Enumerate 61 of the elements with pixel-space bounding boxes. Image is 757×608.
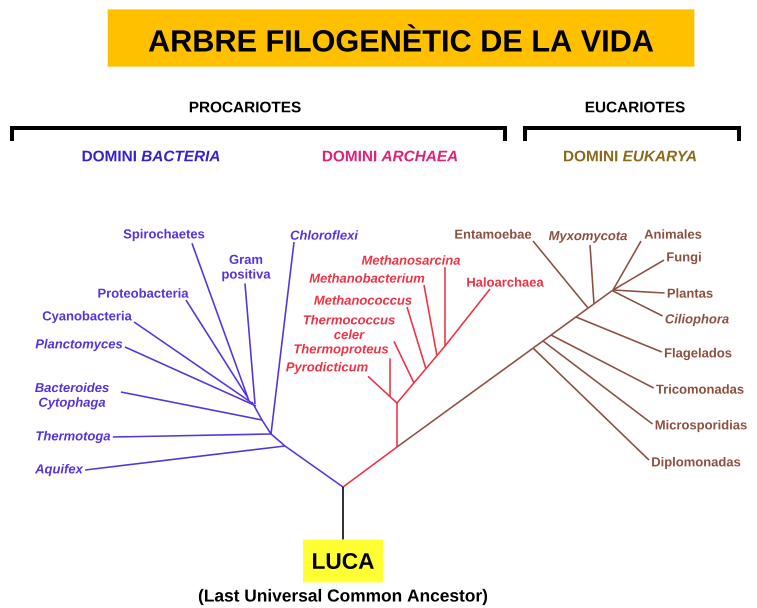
branch-line [423,284,438,356]
branch-line [112,433,272,438]
taxon-label: Bacteroides Cytophaga [35,382,109,410]
branch-line [342,487,344,540]
taxon-label: Cyanobacteria [42,310,132,324]
taxon-label: Proteobacteria [98,288,189,298]
branch-line [124,346,256,407]
branch-line [612,290,663,317]
taxon-label: Plantas [668,288,713,298]
domain-heading: DOMINI ARCHAEA [322,150,458,162]
taxon-label: Aquifex [34,464,84,476]
branch-line [550,334,654,389]
domain-heading: DOMINI EUKARYA [564,150,696,162]
taxon-label: Haloarchaea [467,277,544,287]
taxon-label: Entamoebae [455,229,532,239]
taxon-label: Microsporidias [656,420,747,432]
taxon-label: Tricomonadas [656,384,744,394]
taxon-label: Thermococcus celer [304,314,395,340]
domain-heading: DOMINI BACTERIA [82,150,220,162]
branch-line [389,358,391,396]
taxon-label: Thermoproteus [294,344,388,356]
taxon-label: Methanosarcina [362,255,460,265]
branch-line [444,288,491,346]
taxon-label: Methanobacterium [309,273,424,283]
caption-text: (Last Universal Common Ancestor) [198,588,488,606]
taxon-label: Gram positiva [222,254,271,282]
branch-line [393,341,415,384]
taxon-label: Chloroflexi [290,230,358,240]
branch-line [134,321,252,404]
branch-line [542,340,653,425]
taxon-label: Diplomonadas [652,456,740,470]
branch-line [367,376,398,404]
group-heading: PROCARIOTES [190,102,301,112]
branch-line [191,243,250,402]
taxon-label: Spirochaetes [124,228,204,242]
branch-line [244,283,256,404]
branch-line [532,347,650,461]
branch-line [185,300,249,398]
branch-line [85,445,286,471]
group-heading: EUCARIOTES [586,102,685,112]
taxon-label: Fungi [667,252,701,264]
taxon-label: Pyrodicticum [286,362,368,374]
ancestor-box: LUCA [303,540,383,582]
taxon-label: Thermotoga [36,430,110,444]
branch-line [612,240,642,290]
branch-line [576,316,662,353]
taxon-label: Animales [644,229,702,239]
branch-line [612,289,665,294]
branch-line [612,259,664,291]
branch-line [406,306,427,370]
branch-line [120,391,262,421]
taxon-label: Flagelados [664,348,732,360]
taxon-label: Planctomyces [36,338,122,352]
branch-line [270,242,295,434]
taxon-label: Ciliophora [666,314,729,326]
taxon-label: Methanococcus [314,295,412,305]
taxon-label: Myxomycota [548,231,627,243]
branch-line [532,240,589,309]
branch-line [444,267,446,346]
branch-line [589,245,595,304]
title-banner: ARBRE FILOGENÈTIC DE LA VIDA [108,9,694,67]
